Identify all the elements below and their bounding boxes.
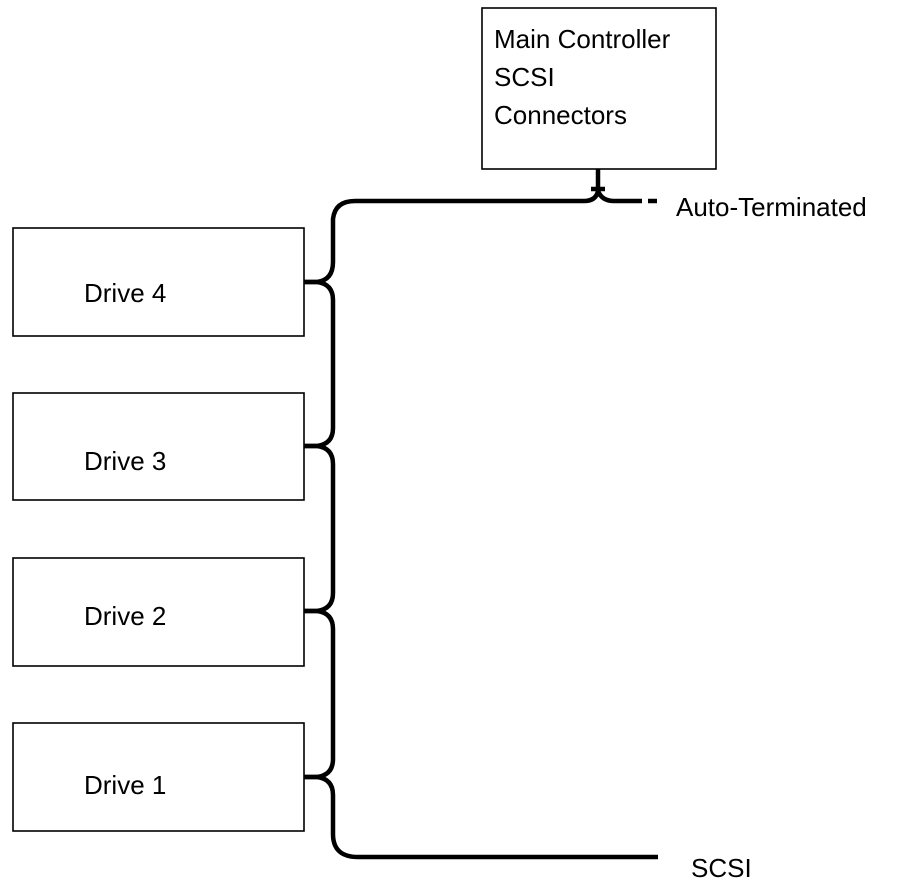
drive-1-label: Drive 1 [84,770,166,800]
auto-terminated-label: Auto-Terminated [676,192,867,222]
bus-segment-2-1 [304,608,336,780]
drive-3-label: Drive 3 [84,446,166,476]
drive-2-label: Drive 2 [84,601,166,631]
drive-2: Drive 2 [12,557,305,667]
bus-segment-4-3 [304,279,336,449]
drive-3-box [12,392,305,501]
bus-segment-3-2 [304,443,336,614]
drive-4-label: Drive 4 [84,278,166,308]
drive-4: Drive 4 [12,227,305,337]
controller-line-2: SCSI [494,62,555,92]
drive-2-box [12,557,305,667]
drive-3: Drive 3 [12,392,305,501]
drive-1-box [12,722,305,832]
bottom-bus-cable [304,774,658,860]
controller-line-3: Connectors [494,100,627,130]
main-controller-box [481,7,717,170]
scsi-end-label: SCSI [691,853,752,883]
main-controller: Main Controller SCSI Connectors [481,7,717,170]
drive-4-box [12,227,305,337]
terminator-stub [595,190,642,204]
drive-1: Drive 1 [12,722,305,832]
controller-line-1: Main Controller [494,24,671,54]
top-bus-cable [304,190,601,285]
